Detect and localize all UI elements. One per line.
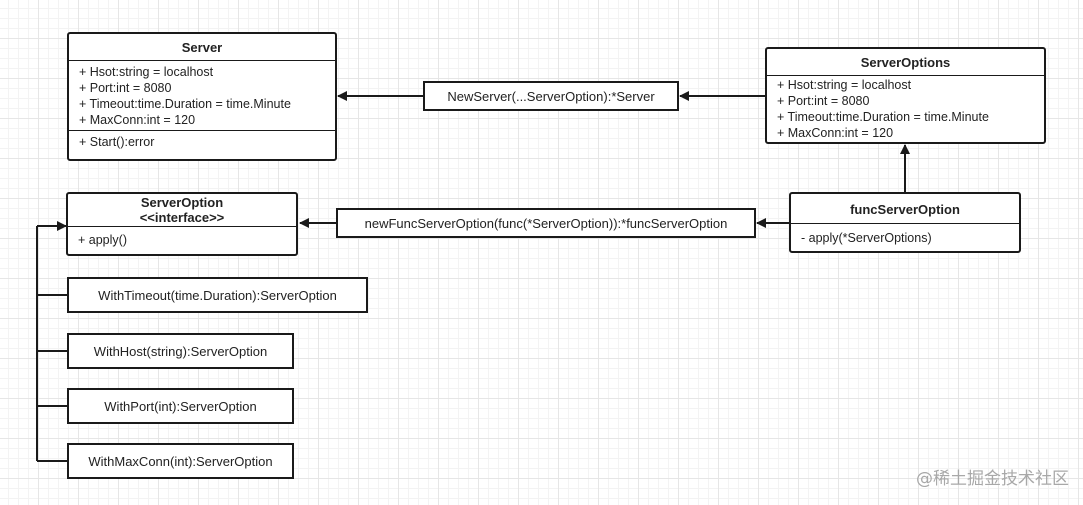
with-timeout-label: WithTimeout(time.Duration):ServerOption	[98, 287, 337, 303]
server-op-start: + Start():error	[79, 135, 155, 149]
server-option-op-apply: + apply()	[78, 233, 127, 247]
func-server-option-op-apply: - apply(*ServerOptions)	[801, 231, 932, 245]
func-server-option-title: funcServerOption	[850, 202, 960, 217]
with-host-box[interactable]: WithHost(string):ServerOption	[67, 333, 294, 369]
server-attr-host: + Hsot:string = localhost	[79, 65, 214, 79]
server-attributes: + Hsot:string = localhost + Port:int = 8…	[69, 60, 335, 130]
func-server-option-class[interactable]: funcServerOption - apply(*ServerOptions)	[789, 192, 1021, 253]
with-timeout-box[interactable]: WithTimeout(time.Duration):ServerOption	[67, 277, 368, 313]
with-port-label: WithPort(int):ServerOption	[104, 398, 257, 414]
server-options-attributes: + Hsot:string = localhost + Port:int = 8…	[767, 75, 1044, 142]
with-host-label: WithHost(string):ServerOption	[93, 343, 268, 359]
server-option-operations: + apply()	[68, 226, 296, 250]
server-operations: + Start():error	[69, 130, 335, 152]
server-attr-port: + Port:int = 8080	[79, 81, 172, 95]
server-attr-timeout: + Timeout:time.Duration = time.Minute	[79, 97, 291, 111]
server-option-interface[interactable]: ServerOption <<interface>> + apply()	[66, 192, 298, 256]
server-options-class-title: ServerOptions	[860, 55, 951, 70]
server-class-title: Server	[181, 40, 223, 55]
server-option-interface-title: ServerOption <<interface>>	[68, 194, 296, 226]
new-server-function-box[interactable]: NewServer(...ServerOption):*Server	[423, 81, 679, 111]
server-options-attr-host: + Hsot:string = localhost	[777, 78, 912, 92]
server-options-attr-port: + Port:int = 8080	[777, 94, 870, 108]
server-class[interactable]: Server + Hsot:string = localhost + Port:…	[67, 32, 337, 161]
func-server-option-operations: - apply(*ServerOptions)	[791, 223, 1019, 248]
new-func-server-option-box[interactable]: newFuncServerOption(func(*ServerOption))…	[336, 208, 756, 238]
with-maxconn-label: WithMaxConn(int):ServerOption	[88, 453, 273, 469]
server-attr-maxconn: + MaxConn:int = 120	[79, 113, 196, 127]
server-options-attr-timeout: + Timeout:time.Duration = time.Minute	[777, 110, 989, 124]
new-func-server-option-label: newFuncServerOption(func(*ServerOption))…	[364, 215, 728, 231]
with-port-box[interactable]: WithPort(int):ServerOption	[67, 388, 294, 424]
server-options-attr-maxconn: + MaxConn:int = 120	[777, 126, 894, 140]
server-option-name: ServerOption	[140, 195, 224, 210]
watermark: @稀土掘金技术社区	[916, 469, 1069, 489]
new-server-function-label: NewServer(...ServerOption):*Server	[447, 88, 655, 104]
server-options-class[interactable]: ServerOptions + Hsot:string = localhost …	[765, 47, 1046, 144]
server-option-stereotype: <<interface>>	[139, 210, 225, 225]
with-maxconn-box[interactable]: WithMaxConn(int):ServerOption	[67, 443, 294, 479]
